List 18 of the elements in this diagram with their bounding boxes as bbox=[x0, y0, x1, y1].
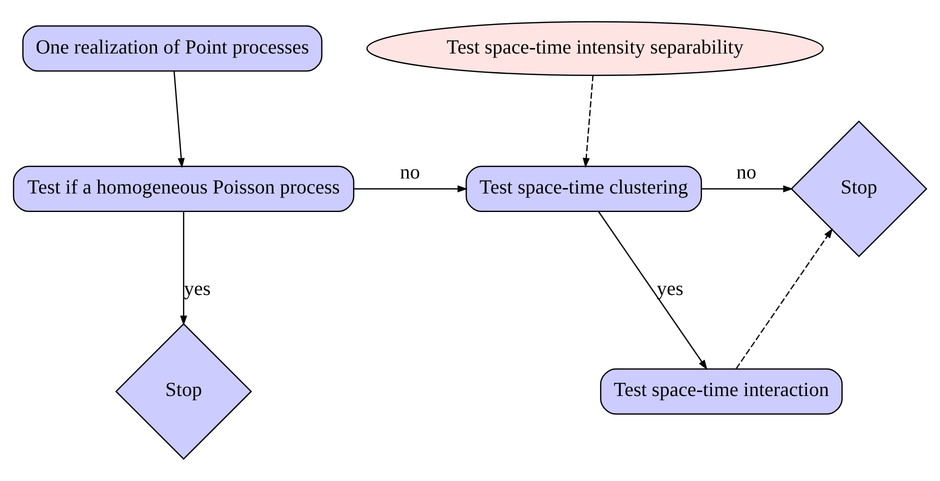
arrow bbox=[174, 71, 185, 168]
node-diamond: Stop bbox=[115, 323, 252, 460]
arrow bbox=[354, 185, 468, 192]
node-diamond: Stop bbox=[790, 120, 928, 258]
edge-label: no bbox=[400, 162, 420, 184]
arrow bbox=[582, 75, 594, 168]
edge-label: no bbox=[736, 162, 756, 184]
arrow bbox=[180, 212, 188, 326]
node-box: Test space-time clustering bbox=[466, 166, 702, 212]
edge-label: yes bbox=[656, 278, 684, 300]
node-box: Test if a homogeneous Poisson process bbox=[12, 166, 354, 212]
node-box: One realization of Point processes bbox=[22, 25, 322, 72]
edge-label: yes bbox=[184, 278, 211, 300]
node-ellipse: Test space-time intensity separability bbox=[366, 21, 824, 76]
node-box: Test space-time interaction bbox=[600, 368, 843, 415]
arrow bbox=[702, 185, 794, 192]
arrow bbox=[736, 228, 833, 370]
arrow bbox=[598, 211, 708, 370]
